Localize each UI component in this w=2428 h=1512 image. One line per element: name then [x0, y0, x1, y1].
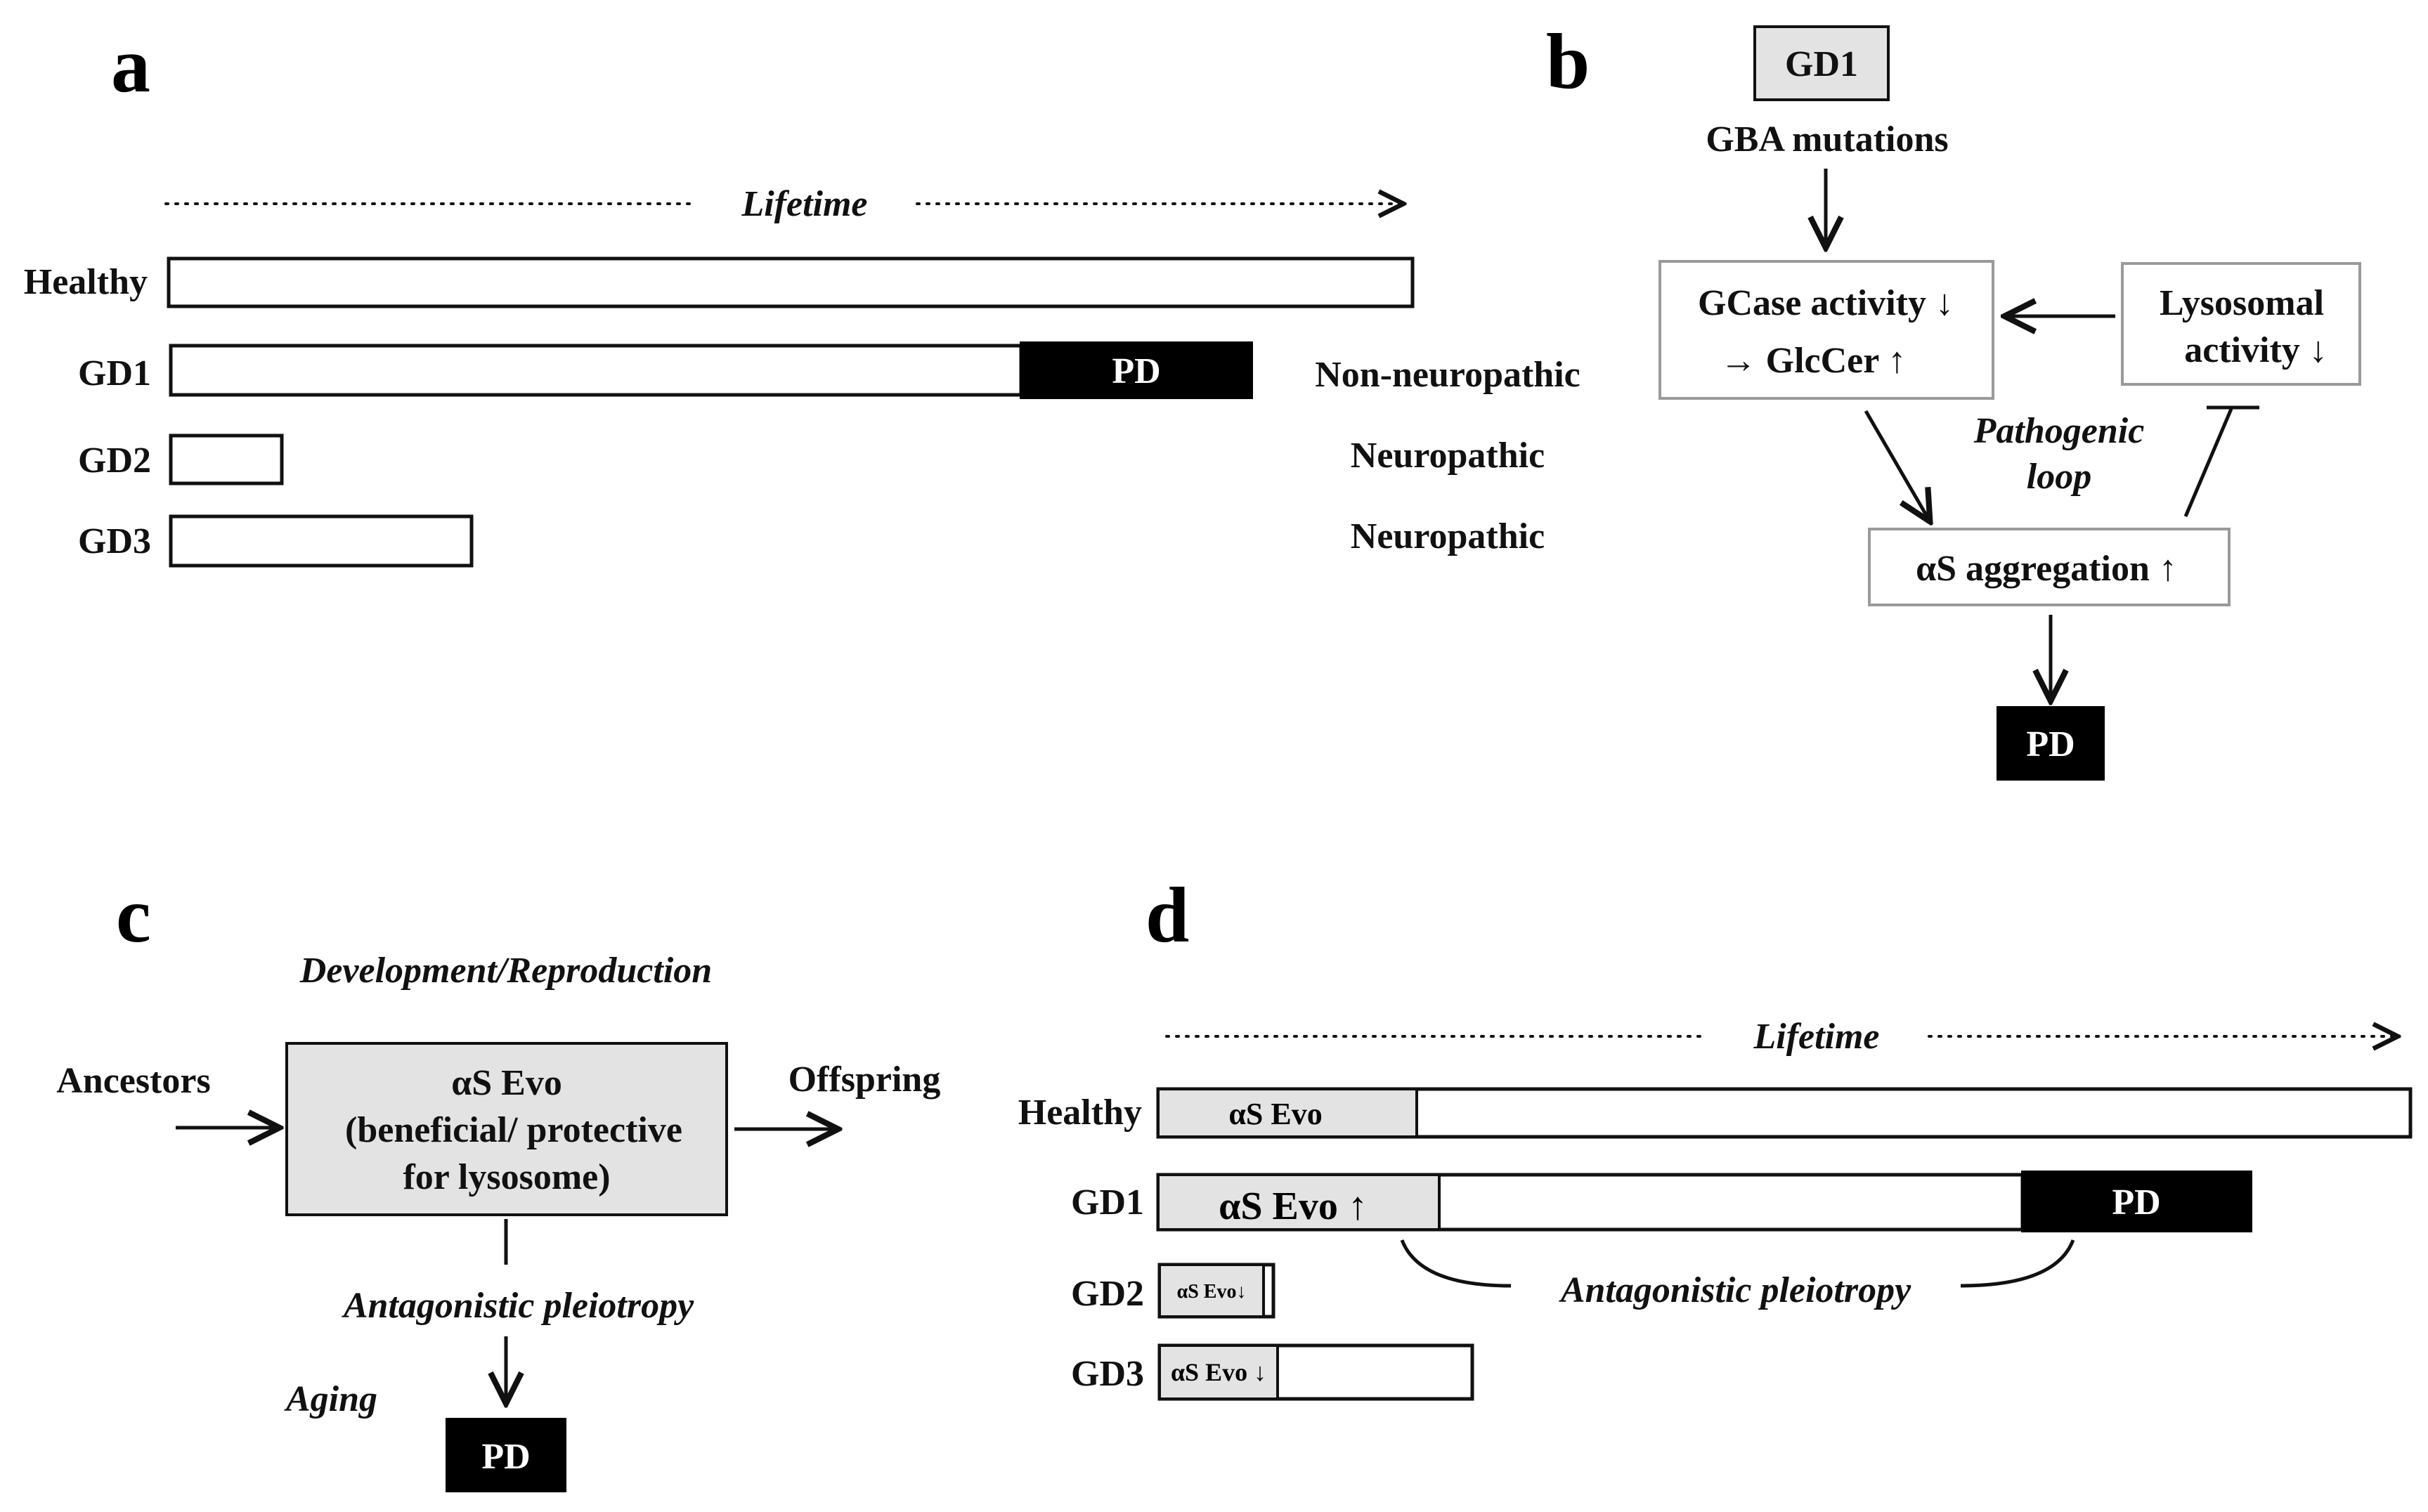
pleiotropy-bracket-right — [1960, 1239, 2075, 1288]
evo-label-gd1: αS Evo ↑ — [1219, 1185, 1368, 1228]
lifetime-label-d: Lifetime — [1753, 1017, 1879, 1057]
aggregation-label: αS aggregation ↑ — [1916, 549, 2177, 589]
evo-segment-healthy — [1157, 1088, 1418, 1138]
type-non-neuropathic: Non-neuropathic — [1315, 355, 1580, 395]
ancestors-label: Ancestors — [56, 1061, 211, 1101]
evo-segment-gd2 — [1158, 1263, 1265, 1318]
panel-a-letter: a — [111, 22, 150, 109]
type-neuropathic-gd2: Neuropathic — [1351, 436, 1545, 476]
gcase-box — [1658, 260, 1994, 400]
evo-line3-c: for lysosome) — [403, 1157, 610, 1197]
panel-a: a Lifetime Healthy GD1 PD Non-neuropathi… — [24, 22, 1580, 568]
lysosomal-box — [2121, 262, 2361, 386]
panel-b-letter: b — [1546, 18, 1590, 105]
antagonistic-pleiotropy-d: Antagonistic pleiotropy — [1559, 1270, 1911, 1310]
panel-c: c Development/Reproduction Ancestors αS … — [56, 872, 941, 1492]
lysosomal-line1: Lysosomal — [2160, 283, 2324, 323]
evo-segment-gd3 — [1158, 1344, 1279, 1400]
panel-c-letter: c — [116, 872, 151, 959]
aging-label: Aging — [284, 1379, 377, 1419]
pd-label-gd1-a: PD — [1112, 351, 1160, 391]
type-neuropathic-gd3: Neuropathic — [1351, 516, 1545, 556]
lifetime-label-a: Lifetime — [741, 184, 867, 224]
row-label-gd1-a: GD1 — [78, 353, 151, 393]
row-label-gd2-d: GD2 — [1071, 1274, 1144, 1314]
bar-gd3-a — [169, 514, 474, 568]
pleiotropy-bracket-left — [1400, 1239, 1512, 1288]
row-label-gd1-d: GD1 — [1071, 1182, 1144, 1223]
pd-box-b — [1997, 706, 2105, 781]
offspring-label: Offspring — [788, 1060, 941, 1100]
arrow-gcase-to-aggregation — [1864, 410, 1929, 520]
row-label-healthy-d: Healthy — [1018, 1093, 1142, 1133]
antagonistic-pleiotropy-c: Antagonistic pleiotropy — [342, 1286, 694, 1326]
bar-gd1-a — [169, 344, 1023, 397]
development-reproduction-label: Development/Reproduction — [299, 951, 712, 991]
row-label-healthy-a: Healthy — [24, 262, 148, 302]
row-label-gd3-a: GD3 — [78, 521, 151, 561]
pathogenic-loop-line2: loop — [2027, 457, 2091, 497]
pd-block-gd1-d — [2021, 1171, 2252, 1232]
alpha-s-evo-box-c — [285, 1042, 728, 1216]
pd-label-gd1-d: PD — [2112, 1182, 2160, 1223]
row-label-gd3-d: GD3 — [1071, 1354, 1144, 1394]
evo-line2-c: (beneficial/ protective — [345, 1110, 682, 1150]
bar-healthy-a — [167, 256, 1415, 308]
pd-box-c — [446, 1418, 566, 1492]
evo-label-gd2: αS Evo↓ — [1177, 1281, 1247, 1303]
evo-segment-gd1 — [1157, 1173, 1441, 1231]
gd1-box-b — [1753, 25, 1890, 101]
pd-label-c: PD — [481, 1437, 530, 1477]
pd-block-gd1-a — [1020, 341, 1253, 399]
evo-line1-c: αS Evo — [451, 1063, 562, 1103]
pathogenic-loop-line1: Pathogenic — [1973, 411, 2145, 451]
panel-d-letter: d — [1145, 872, 1189, 959]
aggregation-box — [1868, 528, 2231, 606]
lysosomal-line2: activity ↓ — [2184, 330, 2328, 370]
evo-label-healthy: αS Evo — [1228, 1097, 1322, 1131]
gcase-line2: → GlcCer ↑ — [1720, 341, 1907, 381]
panel-d: d Lifetime Healthy αS Evo GD1 αS Evo ↑ P… — [1018, 872, 2413, 1401]
evo-label-gd3: αS Evo ↓ — [1171, 1358, 1266, 1386]
pd-label-b: PD — [2026, 724, 2075, 764]
gcase-line1: GCase activity ↓ — [1698, 283, 1954, 323]
bar-gd2-a — [169, 434, 284, 485]
gd1-label-b: GD1 — [1785, 44, 1858, 84]
gba-mutations-label: GBA mutations — [1706, 119, 1948, 159]
inhibit-line-aggregation-to-lyso — [2183, 408, 2233, 517]
panel-b: b GD1 GBA mutations GCase activity ↓ → G… — [1546, 18, 2361, 781]
row-label-gd2-a: GD2 — [78, 441, 151, 481]
